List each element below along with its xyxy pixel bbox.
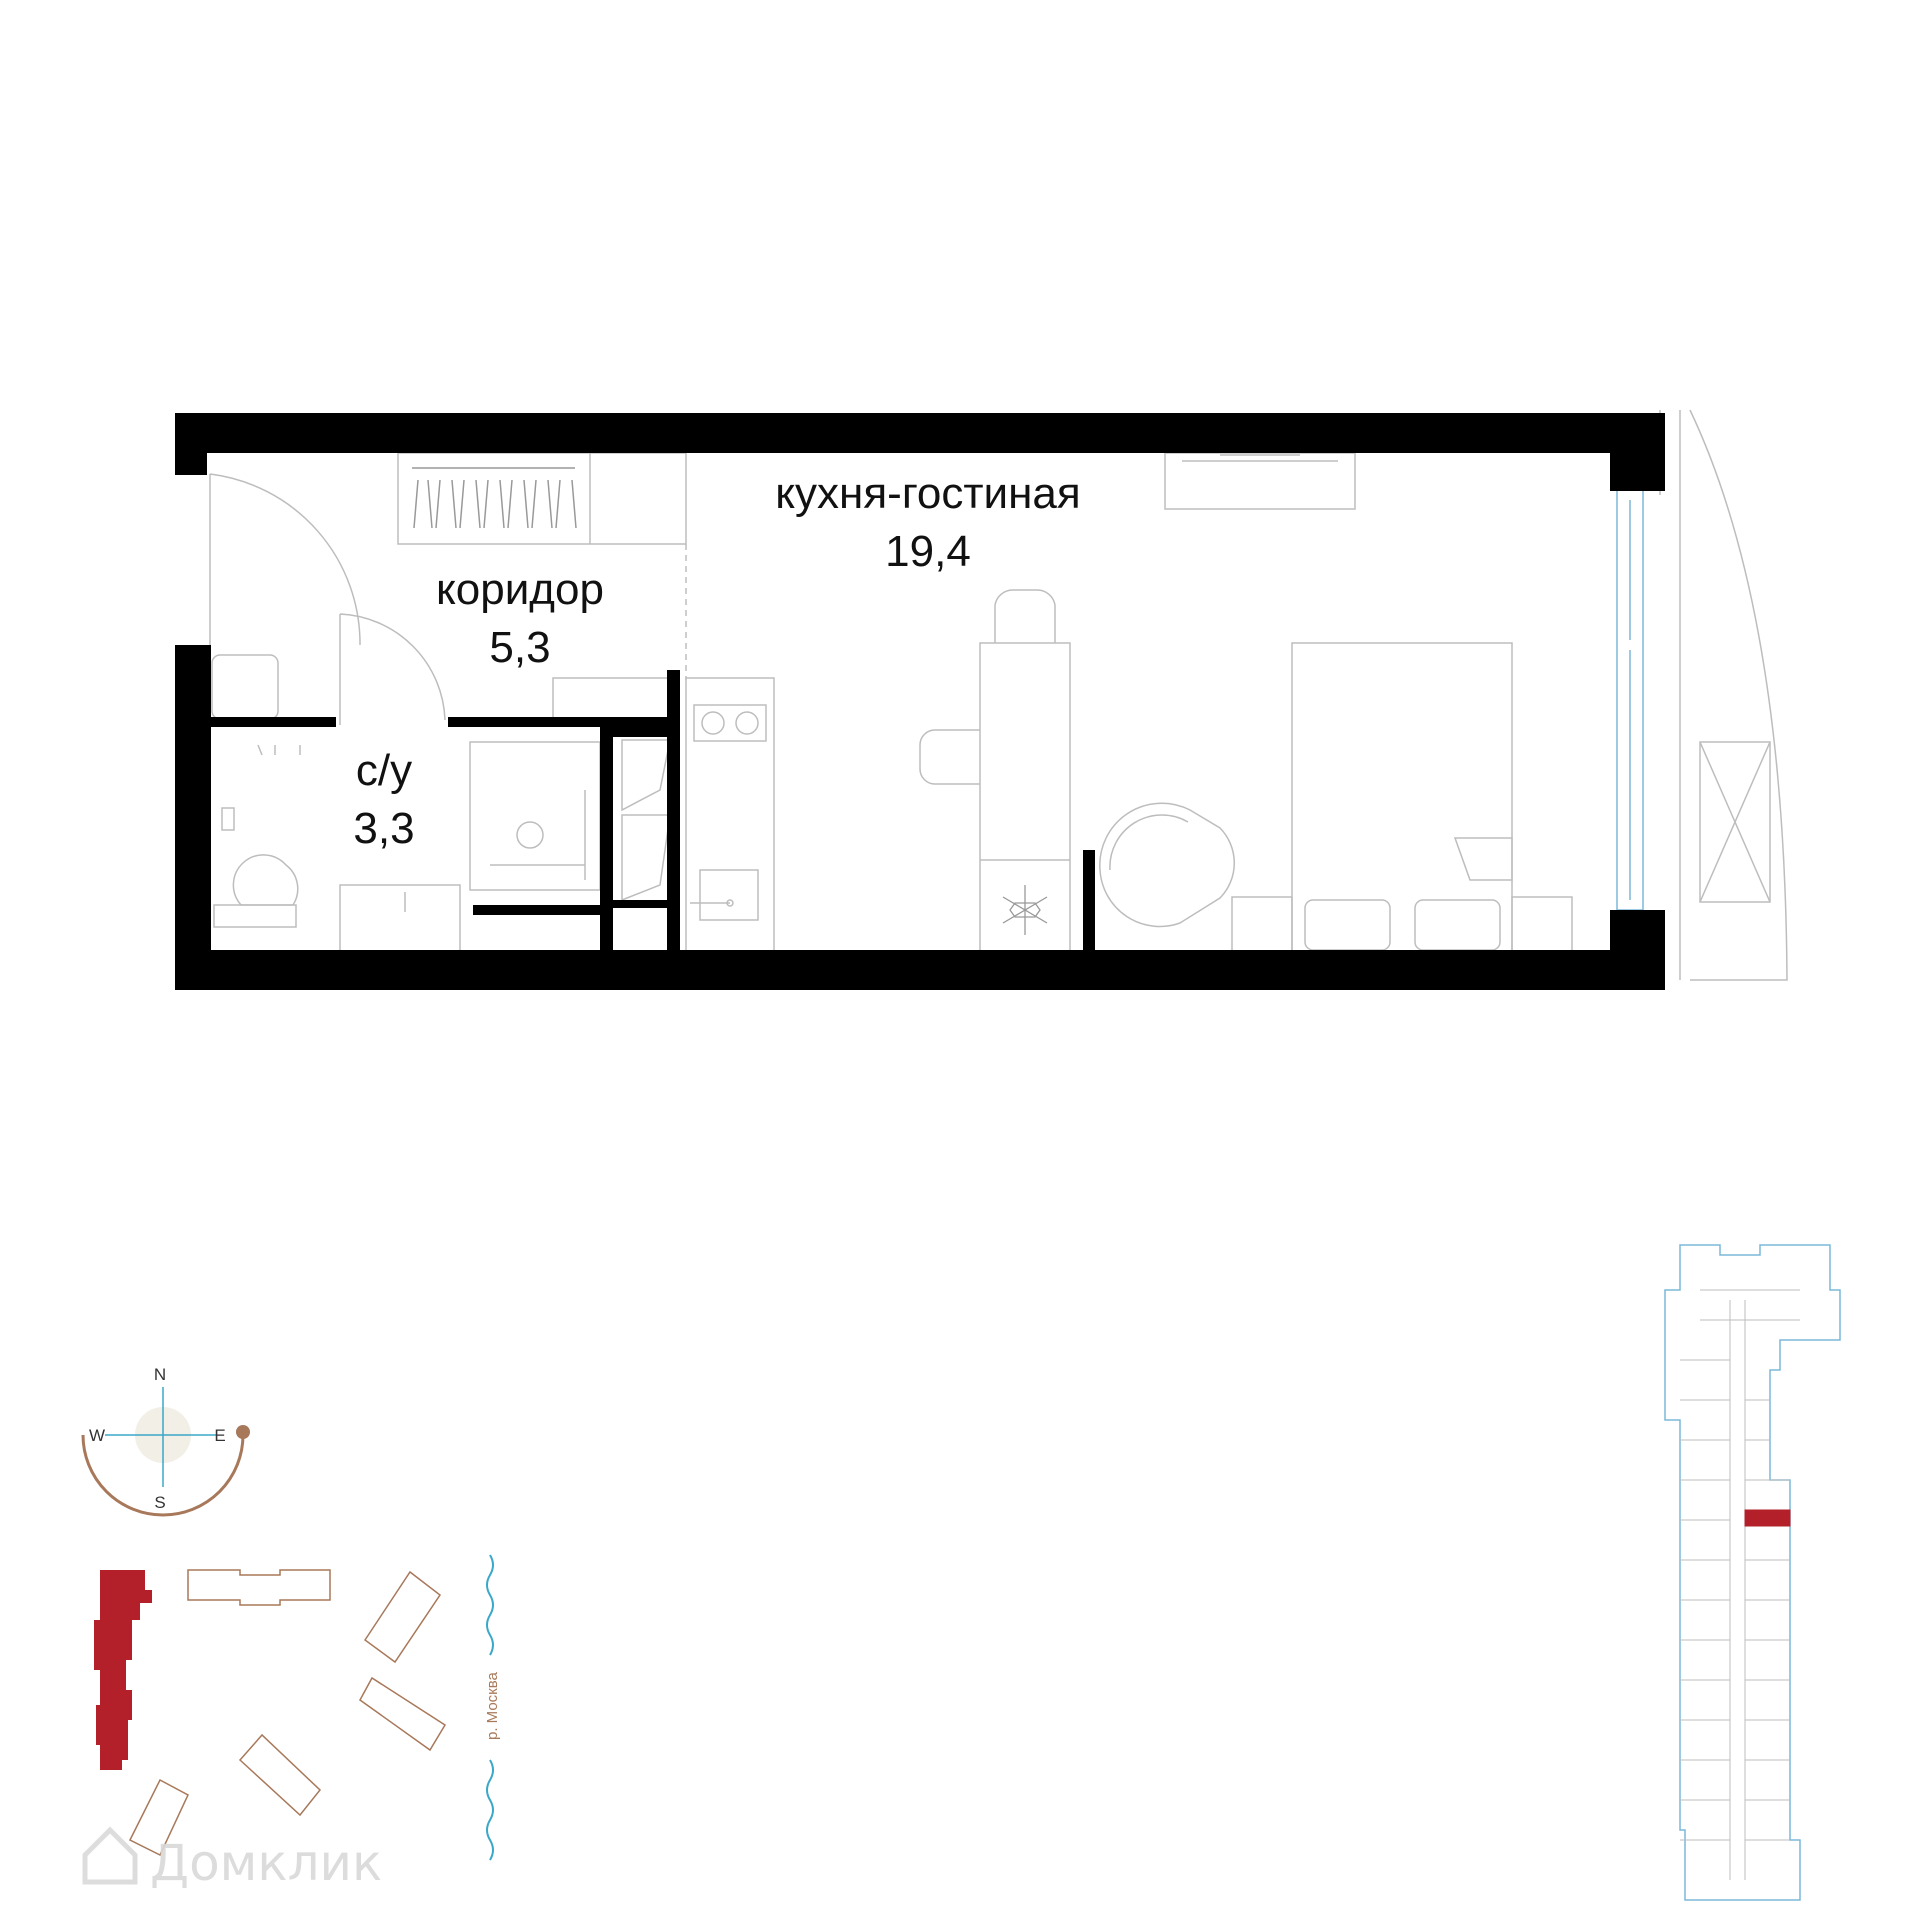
highlighted-apartment (1744, 1509, 1791, 1527)
shower-drain (516, 821, 544, 849)
wardrobe-hangers (412, 467, 577, 529)
chair-top (994, 589, 1056, 643)
room-name-corridor: коридор (436, 565, 604, 614)
floor-plan: кухня-гостиная 19,4 коридор 5,3 с/у 3,3 (175, 409, 1788, 990)
bed (1291, 642, 1513, 957)
nightstand-right (1511, 896, 1573, 957)
wall-outlet (221, 807, 235, 831)
river-moskva (486, 1554, 494, 1861)
compass-icon: N S W E (81, 1365, 250, 1517)
room-area-living: 19,4 (885, 527, 971, 576)
toilet-bowl (232, 854, 299, 906)
building-outline (187, 1569, 331, 1606)
bathroom-sink (339, 884, 461, 956)
compass-north: N (154, 1365, 166, 1384)
room-labels: кухня-гостиная 19,4 коридор 5,3 с/у 3,3 (353, 469, 1080, 853)
pillow-right (1414, 899, 1501, 951)
room-area-bathroom: 3,3 (353, 804, 414, 853)
site-plan: р. Москва (94, 1554, 501, 1861)
armchair (1099, 802, 1236, 928)
wardrobe (397, 452, 687, 545)
nightstand-left (1231, 896, 1293, 957)
entry-door-swing (209, 473, 361, 646)
building-outline (128, 1778, 189, 1857)
snowflake-icon (1002, 885, 1048, 935)
shoe-bench (211, 654, 279, 720)
room-name-bathroom: с/у (356, 746, 412, 795)
floor-key-plan (1664, 1244, 1841, 1901)
watermark-logo-icon (82, 1826, 138, 1885)
shower (469, 741, 601, 891)
chair-left (919, 729, 980, 785)
compass-west: W (89, 1426, 105, 1445)
building-outline (359, 1676, 447, 1752)
room-name-living: кухня-гостиная (775, 469, 1080, 518)
kitchen-sink (699, 869, 759, 921)
watermark-text: Домклик (150, 1834, 382, 1892)
cooktop (693, 704, 767, 742)
washing-machine (621, 739, 671, 902)
room-area-corridor: 5,3 (489, 623, 550, 672)
building-outline (238, 1733, 322, 1817)
corridor-console (552, 677, 674, 724)
balcony-box (1699, 741, 1771, 903)
compass-east: E (214, 1426, 225, 1445)
compass-south: S (154, 1493, 165, 1512)
highlighted-building (94, 1570, 152, 1770)
river-label: р. Москва (484, 1671, 501, 1740)
balcony-edge (1689, 409, 1788, 981)
bathroom-door-swing (339, 613, 446, 725)
building-outline (363, 1570, 442, 1664)
floor-outline (1664, 1244, 1841, 1901)
walls (175, 413, 1665, 990)
pillow-left (1304, 899, 1391, 951)
toilet-tank (213, 904, 297, 928)
kitchen-counter (685, 677, 775, 957)
watermark: Домклик (82, 1826, 382, 1892)
